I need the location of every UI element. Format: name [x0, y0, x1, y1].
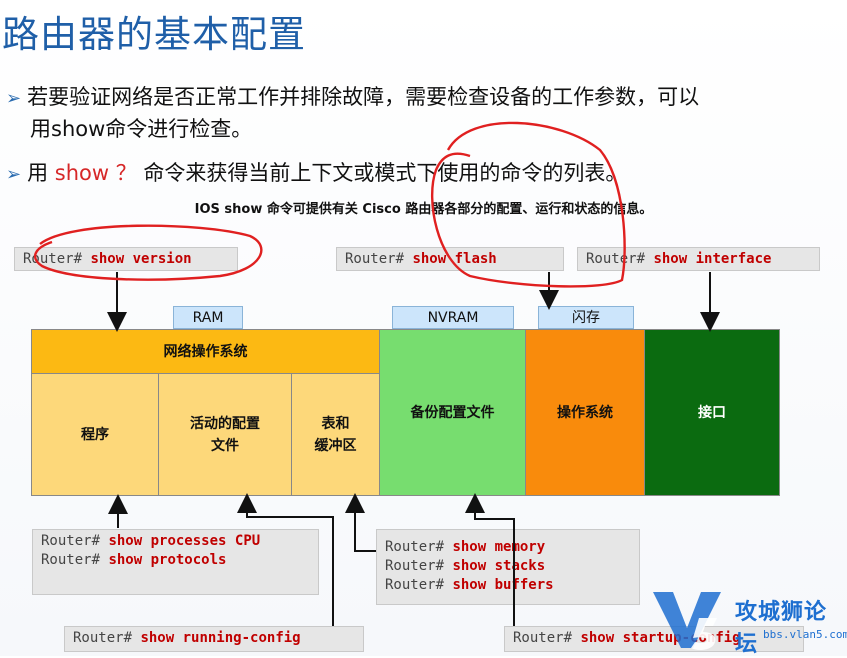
block-interfaces: 接口 — [644, 329, 780, 496]
watermark-url: bbs.vlan5.com — [763, 628, 847, 641]
cmd-keyword: show protocols — [108, 552, 227, 568]
bullet-1-line-1: 若要验证网络是否正常工作并排除故障，需要检查设备的工作参数，可以 — [27, 85, 700, 109]
cmd-keyword: show interface — [653, 251, 772, 267]
bullet-arrow-icon: ➢ — [6, 164, 22, 185]
cmd-group-memory: Router# show memory Router# show stacks … — [376, 529, 640, 605]
bullet-1: ➢若要验证网络是否正常工作并排除故障，需要检查设备的工作参数，可以 用show命… — [6, 82, 699, 144]
tables-line-2: 缓冲区 — [314, 437, 357, 454]
cmd-prompt: Router# — [385, 539, 445, 555]
cmd-keyword: show running-config — [140, 630, 301, 646]
cmd-prompt: Router# — [385, 558, 445, 574]
watermark-site-name: 攻城狮论坛 — [735, 600, 828, 657]
block-backup-config: 备份配置文件 — [379, 329, 526, 496]
tag-flash: 闪存 — [538, 306, 634, 329]
active-config-line-2: 文件 — [211, 437, 239, 454]
cmd-group-processes: Router# show processes CPU Router# show … — [32, 529, 319, 595]
cmd-keyword: show memory — [452, 539, 546, 555]
cmd-prompt: Router# — [513, 630, 573, 646]
active-config-line-1: 活动的配置 — [190, 415, 260, 432]
cmd-keyword: show flash — [412, 251, 497, 267]
bullet-2: ➢用 show ？ 命令来获得当前上下文或模式下使用的命令的列表。 — [6, 158, 626, 190]
v5-logo-icon — [653, 592, 721, 650]
cmd-keyword: show stacks — [452, 558, 546, 574]
bullet-2-command: show ？ — [54, 161, 137, 185]
watermark-logo: 攻城狮论坛 bbs.vlan5.com — [647, 588, 847, 657]
tag-nvram: NVRAM — [392, 306, 514, 329]
bullet-2-prefix: 用 — [27, 161, 55, 185]
cmd-show-interface: Router# show interface — [577, 247, 820, 271]
bullet-1-line-2: 用show命令进行检查。 — [30, 117, 253, 141]
cmd-show-version: Router# show version — [14, 247, 238, 271]
block-programs: 程序 — [31, 373, 159, 496]
slide-title: 路由器的基本配置 — [2, 13, 306, 56]
arrow-memory-to-tables — [345, 493, 376, 552]
cmd-prompt: Router# — [385, 577, 445, 593]
tag-ram: RAM — [173, 306, 243, 329]
cmd-keyword: show buffers — [452, 577, 554, 593]
cmd-show-running-config: Router# show running-config — [64, 626, 364, 652]
annotation-circle-flash — [430, 121, 626, 288]
arrow-startup-to-backup — [465, 493, 515, 626]
tables-line-1: 表和 — [321, 415, 350, 432]
cmd-prompt: Router# — [41, 552, 101, 568]
cmd-keyword: show version — [90, 251, 192, 267]
annotation-circle-version — [33, 224, 263, 281]
block-tables-buffers: 表和缓冲区 — [291, 373, 380, 496]
block-network-os: 网络操作系统 — [31, 329, 380, 374]
cmd-prompt: Router# — [586, 251, 646, 267]
cmd-prompt: Router# — [41, 533, 101, 549]
diagram-caption: IOS show 命令可提供有关 Cisco 路由器各部分的配置、运行和状态的信… — [194, 202, 653, 217]
bullet-2-suffix: 命令来获得当前上下文或模式下使用的命令的列表。 — [136, 161, 627, 185]
cmd-prompt: Router# — [345, 251, 405, 267]
cmd-keyword: show processes CPU — [108, 533, 261, 549]
block-active-config: 活动的配置文件 — [158, 373, 292, 496]
bullet-arrow-icon: ➢ — [6, 88, 22, 109]
arrow-running-to-active-config — [237, 493, 334, 626]
cmd-prompt: Router# — [73, 630, 133, 646]
